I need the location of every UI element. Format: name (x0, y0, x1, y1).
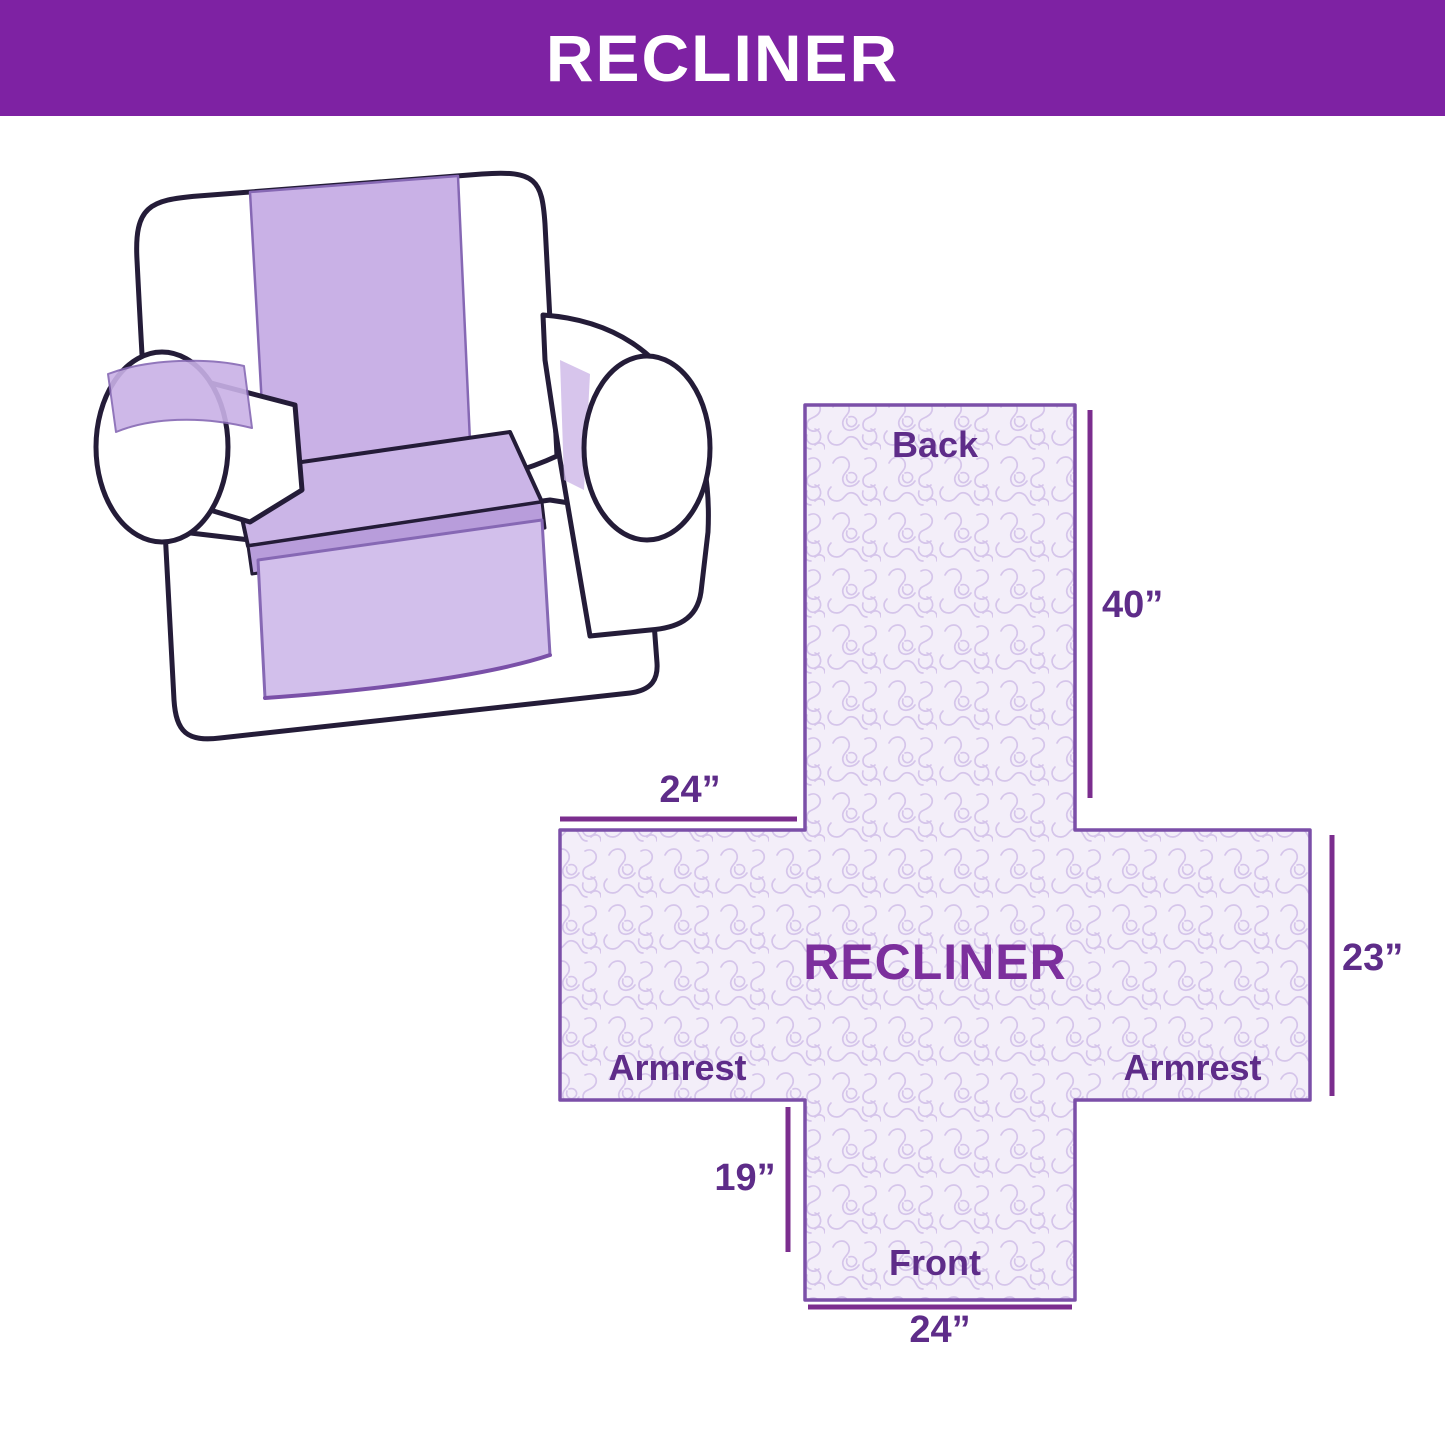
header-banner: RECLINER (0, 0, 1445, 116)
cover-layout-diagram (558, 403, 1335, 1310)
cover-front-hem (263, 653, 552, 700)
chair-right-arm-roll (581, 353, 713, 543)
armrest-left-label: Armrest (608, 1047, 747, 1088)
dimension-back-height: 40” (1102, 584, 1164, 626)
diagram-center-label: RECLINER (803, 934, 1067, 990)
dimension-armrest-top-width: 24” (659, 769, 721, 811)
page-title: RECLINER (545, 21, 900, 95)
back-section-label: Back (891, 424, 979, 465)
cover-cross-pattern (558, 403, 1312, 1302)
armrest-right-label: Armrest (1123, 1047, 1262, 1088)
dimension-front-width: 24” (909, 1309, 971, 1351)
recliner-chair-illustration (93, 170, 713, 742)
dimension-side-height: 23” (1342, 937, 1404, 979)
dimension-front-drop: 19” (714, 1157, 776, 1199)
front-section-label: Front (889, 1242, 981, 1283)
cover-left-arm-top (107, 359, 253, 433)
